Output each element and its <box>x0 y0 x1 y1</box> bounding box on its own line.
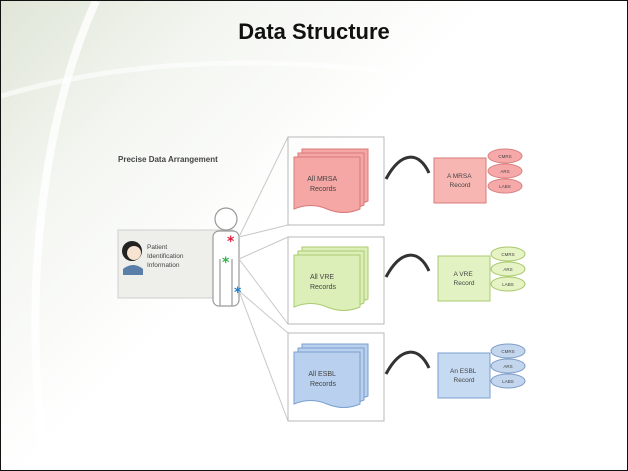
row-frame <box>287 332 385 422</box>
sub-items: CMRS ARS LABS <box>490 343 526 389</box>
patient-label-line: Identification <box>147 253 184 260</box>
record-card: A VRE Record <box>437 255 491 302</box>
vre-marker-icon: * <box>222 255 230 271</box>
record-card: An ESBL Record <box>437 352 491 399</box>
connector-line <box>238 290 289 422</box>
connector-line <box>238 236 289 260</box>
sub-item-label: CMRS <box>501 252 514 257</box>
connector-line <box>238 258 289 325</box>
sub-item-label: ARS <box>500 169 509 174</box>
stack-label: All ESBL <box>308 371 336 378</box>
sub-items: CMRS ARS LABS <box>487 148 523 194</box>
record-label: A MRSA <box>447 173 472 180</box>
record-label: Record <box>450 182 471 189</box>
diagram-subtitle: Precise Data Arrangement <box>118 155 218 164</box>
stack-label: Records <box>310 186 337 193</box>
record-label: Record <box>454 377 475 384</box>
records-stack: All VRE Records <box>293 246 369 311</box>
connectors <box>238 136 289 422</box>
svg-text:All VRE Records: All VRE Records <box>310 274 337 291</box>
patient-label-line: Patient <box>147 244 167 251</box>
row-esbl: All ESBL Records An ESBL Record CMRS ARS… <box>293 343 526 408</box>
patient-label-line: Information <box>147 262 180 269</box>
sub-items: CMRS ARS LABS <box>490 246 526 292</box>
svg-text:All MRSA Records: All MRSA Records <box>307 176 339 193</box>
svg-text:All ESBL Records: All ESBL Records <box>308 371 337 388</box>
sub-item-label: LABS <box>502 282 514 287</box>
background-arc <box>31 1 100 470</box>
sub-item-label: CMRS <box>501 349 514 354</box>
records-stack: All MRSA Records <box>293 148 369 213</box>
sub-item-label: LABS <box>499 184 511 189</box>
record-label: Record <box>454 280 475 287</box>
person-avatar-icon <box>122 241 143 275</box>
row-frame <box>287 236 385 325</box>
patient-label: Patient Identification Information <box>147 244 185 269</box>
svg-text:An ESBL Record: An ESBL Record <box>450 368 478 384</box>
curved-arrow-icon <box>384 155 431 180</box>
stack-label: Records <box>310 381 337 388</box>
stack-label: Records <box>310 284 337 291</box>
connector-line <box>238 290 289 334</box>
human-figure-icon <box>212 207 240 307</box>
sub-item-label: CMRS <box>498 154 511 159</box>
row-frame <box>287 136 385 226</box>
sub-item-label: LABS <box>502 379 514 384</box>
record-card: A MRSA Record <box>433 157 487 204</box>
sub-item-label: ARS <box>503 364 512 369</box>
connector-line <box>238 224 289 238</box>
row-vre: All VRE Records A VRE Record CMRS ARS LA… <box>293 246 526 311</box>
record-label: A VRE <box>454 271 474 278</box>
esbl-marker-icon: * <box>234 285 242 301</box>
mrsa-marker-icon: * <box>227 234 235 250</box>
connector-line <box>238 136 289 238</box>
curved-arrow-icon <box>384 253 431 278</box>
curved-arrow-icon <box>384 350 431 375</box>
record-label: An ESBL <box>450 368 477 375</box>
svg-text:A VRE Record: A VRE Record <box>454 271 475 287</box>
svg-text:A MRSA Record: A MRSA Record <box>447 173 473 189</box>
stack-label: All VRE <box>310 274 334 281</box>
row-mrsa: All MRSA Records A MRSA Record CMRS ARS … <box>293 148 523 213</box>
sub-item-label: ARS <box>503 267 512 272</box>
slide-title: Data Structure <box>238 19 390 44</box>
background-arc <box>1 60 382 99</box>
stack-label: All MRSA <box>307 176 337 183</box>
records-stack: All ESBL Records <box>293 343 369 408</box>
